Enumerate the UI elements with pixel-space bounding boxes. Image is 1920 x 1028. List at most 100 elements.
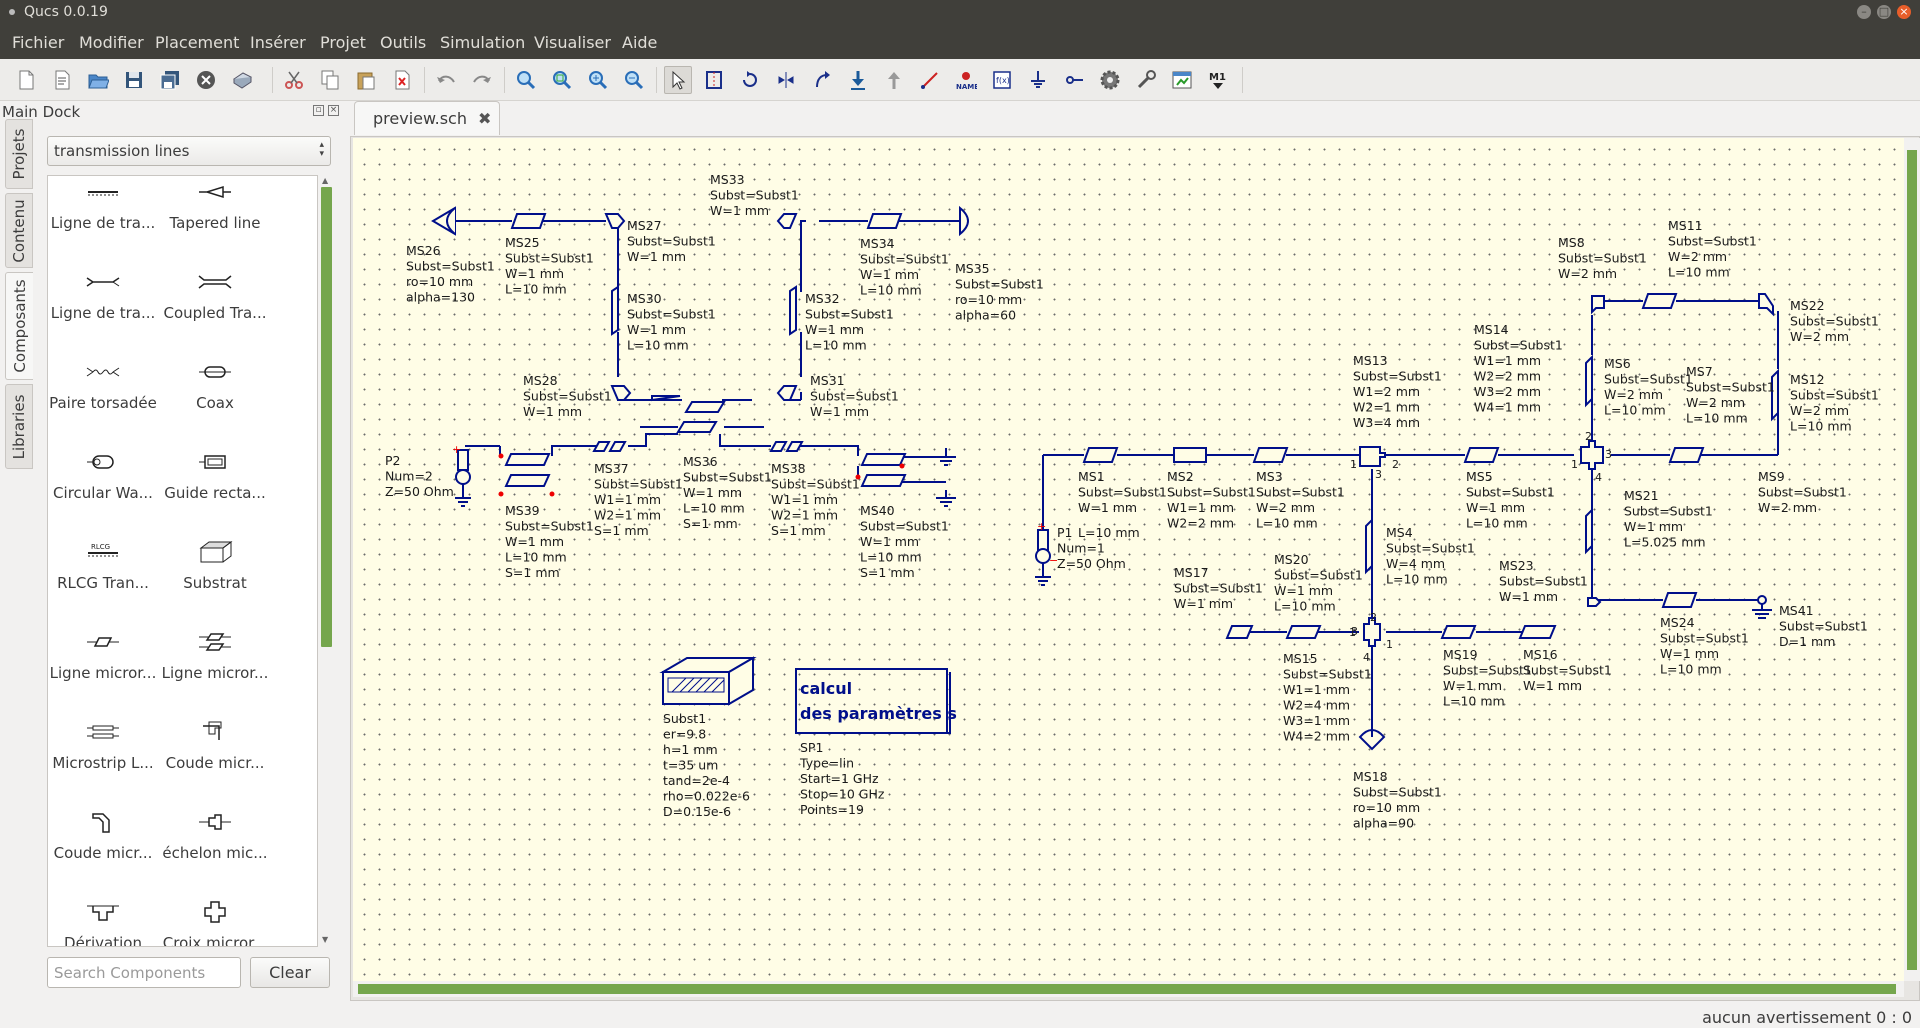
tab-libraries[interactable]: Libraries [5,384,33,469]
component-item[interactable]: Dérivation [48,898,158,946]
component-item[interactable]: Substrat [160,538,270,618]
exit-subcircuit-icon[interactable] [880,66,908,94]
tune-icon[interactable] [1132,66,1160,94]
tab-projets[interactable]: Projets [5,119,33,189]
ground-icon[interactable] [1024,66,1052,94]
menu-simulation[interactable]: Simulation [440,33,526,52]
menu-projet[interactable]: Projet [320,33,366,52]
component-item[interactable]: Microstrip L... [48,718,158,798]
close-icon[interactable] [192,66,220,94]
vertical-scrollbar[interactable] [1904,138,1920,981]
menu-placement[interactable]: Placement [155,33,240,52]
p1l-label[interactable]: L=10 mm [1078,525,1140,540]
label-icon[interactable]: NAME [952,66,980,94]
save-all-icon[interactable] [156,66,184,94]
zoom-select-icon[interactable] [548,66,576,94]
component-item[interactable]: Paire torsadée [48,358,158,438]
sparam-simulation-box[interactable]: calcul des paramètres s [795,668,957,734]
wire-icon[interactable] [916,66,944,94]
category-select[interactable]: transmission lines▴▾ [47,136,331,166]
select-icon[interactable] [664,66,692,94]
component-item[interactable]: Coude micr... [48,808,158,888]
delete-icon[interactable] [388,66,416,94]
search-components-input[interactable]: Search Components [47,957,241,988]
component-item[interactable]: Ligne micror... [48,628,158,708]
component-item[interactable]: Ligne de tra... [48,268,158,348]
component-item[interactable]: Circular Wa... [48,448,158,528]
close-window-icon[interactable]: × [1897,5,1911,19]
tab-contenu[interactable]: Contenu [5,193,33,268]
component-item[interactable]: Coude micr... [160,718,270,798]
paste-icon[interactable] [352,66,380,94]
dock-close-icon[interactable]: × [328,105,339,116]
undo-icon[interactable] [432,66,460,94]
redo-icon[interactable] [468,66,496,94]
zoom-out-icon[interactable] [620,66,648,94]
tab-composants[interactable]: Composants [5,272,33,380]
marker-icon[interactable]: M1 [1204,66,1232,94]
mirror-y-icon[interactable] [772,66,800,94]
view-data-icon[interactable] [1168,66,1196,94]
new-text-icon[interactable] [48,66,76,94]
component-item[interactable]: Ligne micror... [160,628,270,708]
minimize-icon[interactable]: – [1857,5,1871,19]
print-icon[interactable] [228,66,256,94]
component-item[interactable]: Croix micror... [160,898,270,946]
save-icon[interactable] [120,66,148,94]
horizontal-scrollbar[interactable] [353,981,1904,997]
menu-modifier[interactable]: Modifier [79,33,144,52]
zoom-fit-icon[interactable] [512,66,540,94]
menu-visualiser[interactable]: Visualiser [534,33,611,52]
menu-inserer[interactable]: Insérer [250,33,306,52]
equation-icon[interactable]: f(x) [988,66,1016,94]
dock-float-icon[interactable]: ▫ [313,105,324,116]
clear-button[interactable]: Clear [250,957,330,988]
wire-undo-icon[interactable] [808,66,836,94]
rotate-icon[interactable] [736,66,764,94]
zoom-in-icon[interactable] [584,66,612,94]
component-item[interactable]: Coax [160,358,270,438]
mirror-icon[interactable] [700,66,728,94]
cut-icon[interactable] [280,66,308,94]
component-item[interactable]: Ligne de tra... [50,191,156,232]
menu-aide[interactable]: Aide [622,33,658,52]
component-item[interactable]: échelon mic... [160,808,270,888]
new-file-icon[interactable] [12,66,40,94]
simulate-icon[interactable] [1096,66,1124,94]
open-icon[interactable] [84,66,112,94]
